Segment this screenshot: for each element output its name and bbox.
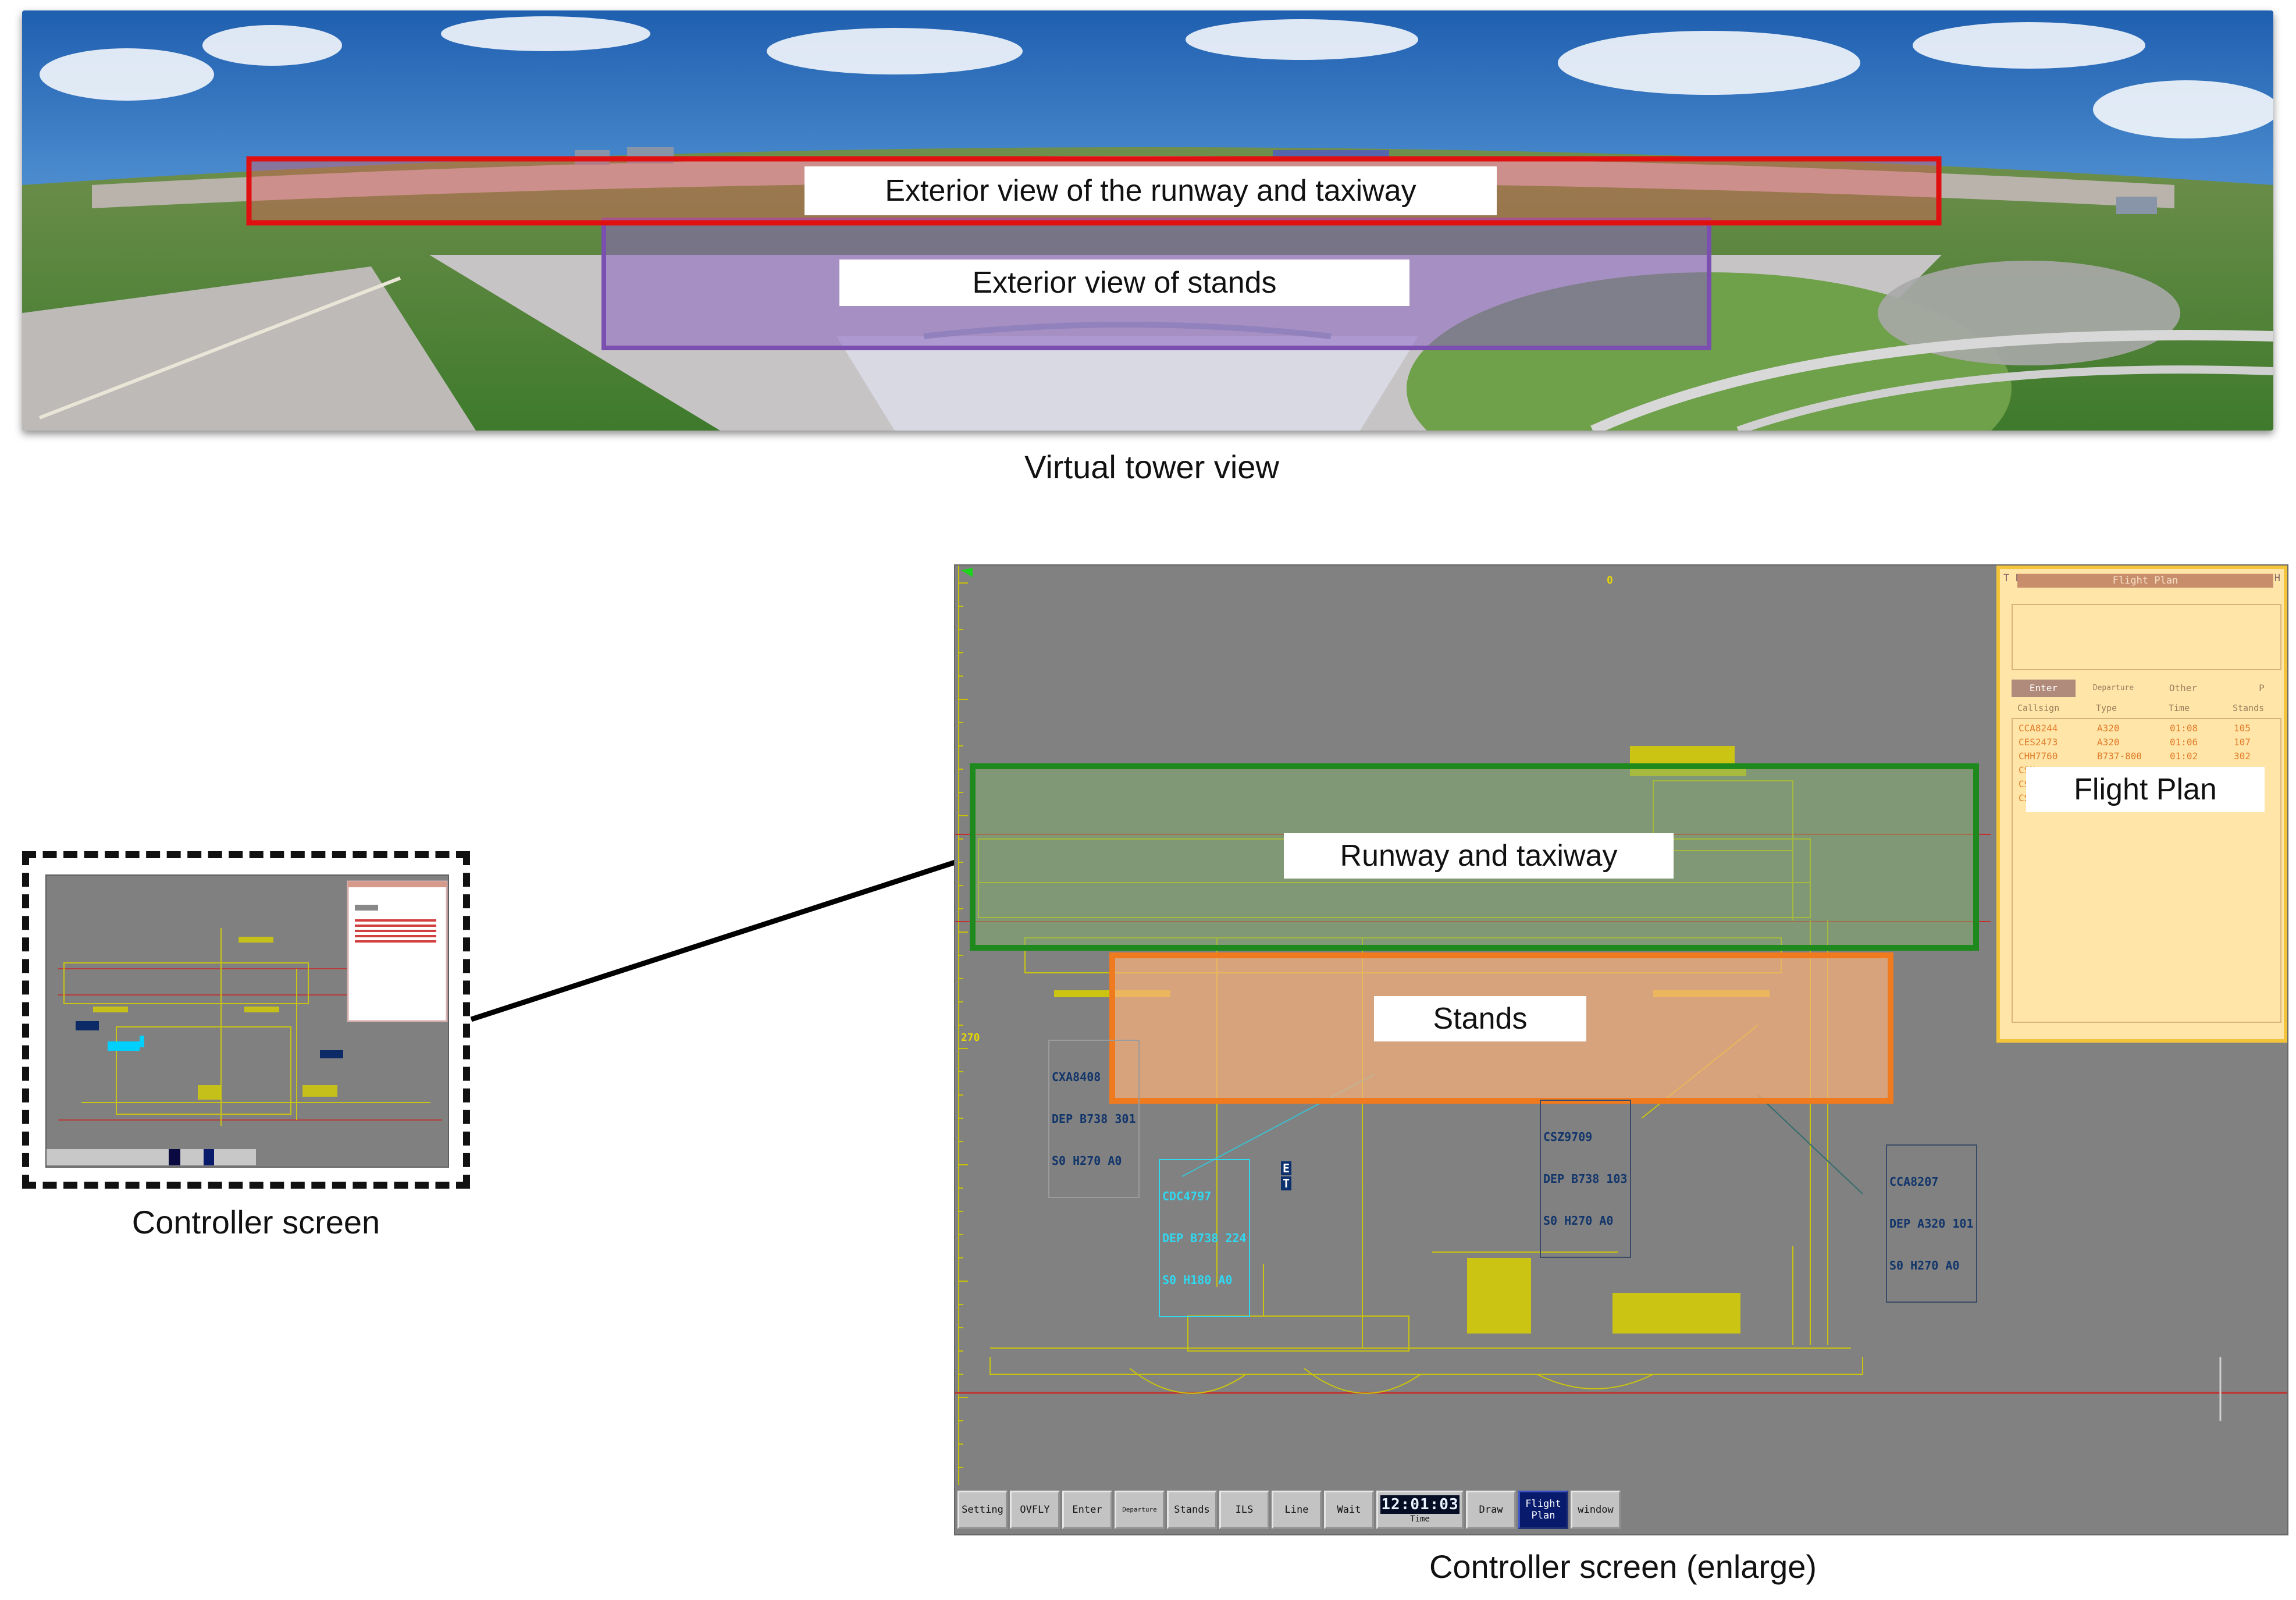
window-controls-left[interactable]: T P — [2003, 573, 2021, 584]
tab-departure[interactable]: Departure — [2092, 684, 2134, 692]
flight-tag-line: CSZ9709 — [1543, 1130, 1593, 1144]
flight-tag-line: DEP B738 301 — [1052, 1112, 1136, 1126]
heading-top: 0 — [1607, 574, 1613, 586]
green-arrow-icon — [961, 568, 973, 577]
flight-tag-csz9709[interactable]: CSZ9709 DEP B738 103 S0 H270 A0 — [1540, 1100, 1631, 1258]
toolbar-button-line[interactable]: Line — [1272, 1491, 1322, 1529]
toolbar-button-wait[interactable]: Wait — [1324, 1491, 1374, 1529]
flight-tag-line: DEP A320 101 — [1889, 1217, 1974, 1231]
clock-time: 12:01:03 — [1380, 1495, 1460, 1514]
flight-plan-cell[interactable]: 01:08 — [2170, 723, 2198, 734]
flight-tag-line: CDC4797 — [1162, 1189, 1212, 1203]
flight-tag-cca8207[interactable]: CCA8207 DEP A320 101 S0 H270 A0 — [1886, 1144, 1977, 1303]
tab-other[interactable]: Other — [2169, 682, 2198, 694]
flight-tag-cdc4797[interactable]: CDC4797 DEP B738 224 S0 H180 A0 — [1159, 1159, 1250, 1317]
flight-plan-cell[interactable]: 302 — [2234, 751, 2251, 762]
flight-plan-cell[interactable]: B737-800 — [2097, 751, 2142, 762]
toolbar-button-departure[interactable]: Departure — [1115, 1491, 1165, 1529]
toolbar-button-window[interactable]: window — [1571, 1491, 1621, 1529]
flight-tag-line: CXA8408 — [1052, 1070, 1101, 1084]
flight-tag-line: S0 H270 A0 — [1543, 1214, 1614, 1228]
column-header-stands[interactable]: Stands — [2233, 703, 2265, 713]
toolbar-button-ils[interactable]: ILS — [1219, 1491, 1269, 1529]
tab-enter[interactable]: Enter — [2012, 680, 2076, 697]
flight-plan-cell[interactable]: 01:02 — [2170, 751, 2198, 762]
thumbnail-map — [47, 876, 448, 1167]
runway-taxiway-label: Runway and taxiway — [1284, 833, 1674, 879]
window-controls-right[interactable]: H — [2274, 573, 2280, 584]
flight-tag-mark-e[interactable]: E — [1281, 1161, 1292, 1175]
flight-plan-cell[interactable]: A320 — [2097, 723, 2120, 734]
flight-plan-label: Flight Plan — [2026, 767, 2265, 812]
flight-tag-line: DEP B738 103 — [1543, 1172, 1628, 1186]
enlarged-screen-caption: Controller screen (enlarge) — [1429, 1548, 1817, 1585]
heading-left: 270 — [961, 1032, 980, 1044]
zoom-connector-line — [470, 859, 956, 1022]
toolbar-button-flight-plan[interactable]: Flight Plan — [1518, 1491, 1568, 1529]
terminal — [836, 336, 1418, 431]
column-header-callsign[interactable]: Callsign — [2017, 703, 2060, 713]
flight-plan-cell[interactable]: 107 — [2234, 737, 2251, 748]
flight-plan-cell[interactable]: 01:06 — [2170, 737, 2198, 748]
tab-p[interactable]: P — [2259, 682, 2265, 694]
clock-label: Time — [1410, 1514, 1430, 1524]
flight-tag-line: CCA8207 — [1889, 1175, 1939, 1189]
column-header-time[interactable]: Time — [2169, 703, 2190, 713]
flight-plan-cell[interactable]: CHH7760 — [2019, 751, 2058, 762]
taxiway-left — [22, 266, 476, 431]
controller-screen-frame — [22, 851, 470, 1189]
column-header-type[interactable]: Type — [2096, 703, 2117, 713]
runway-taxiway-exterior-label: Exterior view of the runway and taxiway — [805, 166, 1497, 215]
flight-tag-line: S0 H270 A0 — [1889, 1258, 1960, 1272]
toolbar-button-setting[interactable]: Setting — [957, 1491, 1008, 1529]
taxi-line — [38, 276, 401, 419]
controller-screen-thumbnail — [45, 874, 449, 1168]
flight-plan-detail-area — [2012, 604, 2281, 670]
toolbar-button-stands[interactable]: Stands — [1167, 1491, 1217, 1529]
panorama-scene — [22, 10, 2273, 431]
flight-tag-cxa8408[interactable]: CXA8408 DEP B738 301 S0 H270 A0 — [1048, 1040, 1140, 1198]
flight-plan-cell[interactable]: CCA8244 — [2019, 723, 2058, 734]
toolbar-button-enter[interactable]: Enter — [1062, 1491, 1112, 1529]
controller-screen-enlarged: 0 270 Runway and taxiway Stands CXA8408 … — [954, 564, 2288, 1535]
flight-plan-cell[interactable]: 105 — [2234, 723, 2251, 734]
flight-tag-line: DEP B738 224 — [1162, 1231, 1247, 1245]
flight-plan-titlebar[interactable]: Flight Plan — [2017, 574, 2273, 588]
flight-plan-cell[interactable]: A320 — [2097, 737, 2120, 748]
virtual-tower-panorama: Exterior view of the runway and taxiway … — [22, 10, 2273, 431]
stand-markers — [1054, 746, 1770, 1334]
flight-plan-cell[interactable]: CES2473 — [2019, 737, 2058, 748]
tower-caption: Virtual tower view — [1024, 449, 1279, 485]
toolbar-button-ovfly[interactable]: OVFLY — [1010, 1491, 1060, 1529]
flight-plan-window[interactable]: T P H Flight Plan Enter Departure Other … — [1996, 566, 2287, 1043]
toolbar-button-draw[interactable]: Draw — [1466, 1491, 1516, 1529]
flight-tag-mark-t[interactable]: T — [1281, 1176, 1292, 1190]
flight-tag-line: S0 H180 A0 — [1162, 1273, 1233, 1287]
stands-exterior-label: Exterior view of stands — [839, 259, 1409, 306]
stands-label: Stands — [1374, 996, 1586, 1041]
controller-screen-caption: Controller screen — [131, 1204, 380, 1240]
flight-tag-line: S0 H270 A0 — [1052, 1154, 1122, 1168]
clouds — [40, 16, 2273, 138]
